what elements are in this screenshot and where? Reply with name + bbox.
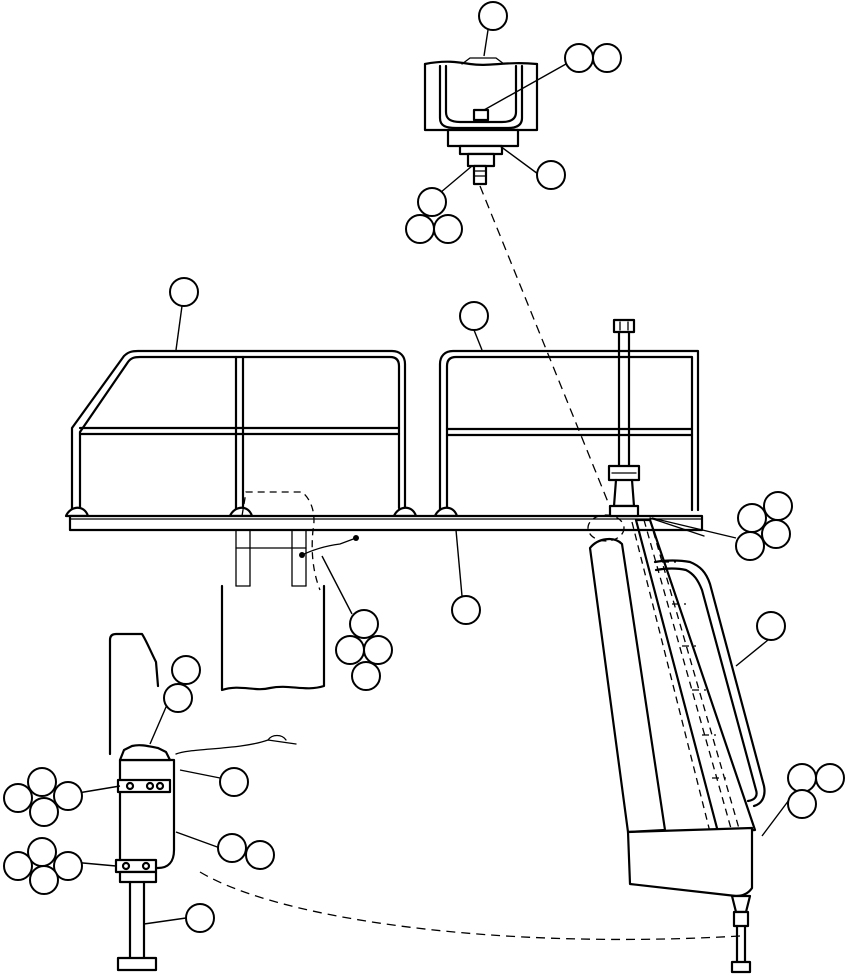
callout-bubble [737, 503, 767, 533]
vertical-post [607, 318, 641, 518]
callout-bubble [163, 683, 193, 713]
callout-bubble [217, 833, 247, 863]
callout-bubble [564, 43, 594, 73]
callout-bubble [29, 797, 59, 827]
callout-bubble [53, 851, 83, 881]
mounting-block-detail [423, 57, 539, 186]
callout-bubble [27, 767, 57, 797]
callout-bubble [405, 214, 435, 244]
leader-lines [71, 29, 793, 925]
callout-bubble [433, 214, 463, 244]
ladder-foot [730, 894, 752, 974]
callout-bubble [459, 301, 489, 331]
callout-bubble [787, 789, 817, 819]
callout-bubble [592, 43, 622, 73]
ladder-assembly [587, 514, 757, 898]
projection-line-bottom [199, 871, 741, 941]
callout-bubble [761, 519, 791, 549]
right-guardrail [433, 349, 700, 518]
callout-bubble [787, 763, 817, 793]
lower-support-leg [116, 870, 158, 972]
callout-bubble [3, 783, 33, 813]
projection-line-top [479, 185, 613, 513]
callout-bubble [735, 531, 765, 561]
callout-bubbles [3, 1, 845, 933]
callout-bubble [349, 609, 379, 639]
callout-bubble [335, 635, 365, 665]
lower-bracket-detail [108, 632, 297, 874]
callout-bubble [29, 865, 59, 895]
callout-bubble [53, 781, 83, 811]
callout-bubble [536, 160, 566, 190]
callout-bubble [417, 187, 447, 217]
callout-bubble [171, 655, 201, 685]
callout-bubble [451, 595, 481, 625]
callout-bubble [363, 635, 393, 665]
callout-bubble [185, 903, 215, 933]
callout-bubble [3, 851, 33, 881]
platform-deck [68, 514, 704, 532]
callout-bubble [763, 491, 793, 521]
left-guardrail [64, 349, 418, 518]
callout-bubble [245, 840, 275, 870]
ladder-handrail [653, 559, 766, 808]
callout-bubble [169, 277, 199, 307]
callout-bubble [219, 767, 249, 797]
callout-bubble [351, 661, 381, 691]
callout-bubble [756, 611, 786, 641]
callout-bubble [478, 1, 508, 31]
under-deck-bracket [220, 491, 359, 692]
callout-bubble [815, 763, 845, 793]
